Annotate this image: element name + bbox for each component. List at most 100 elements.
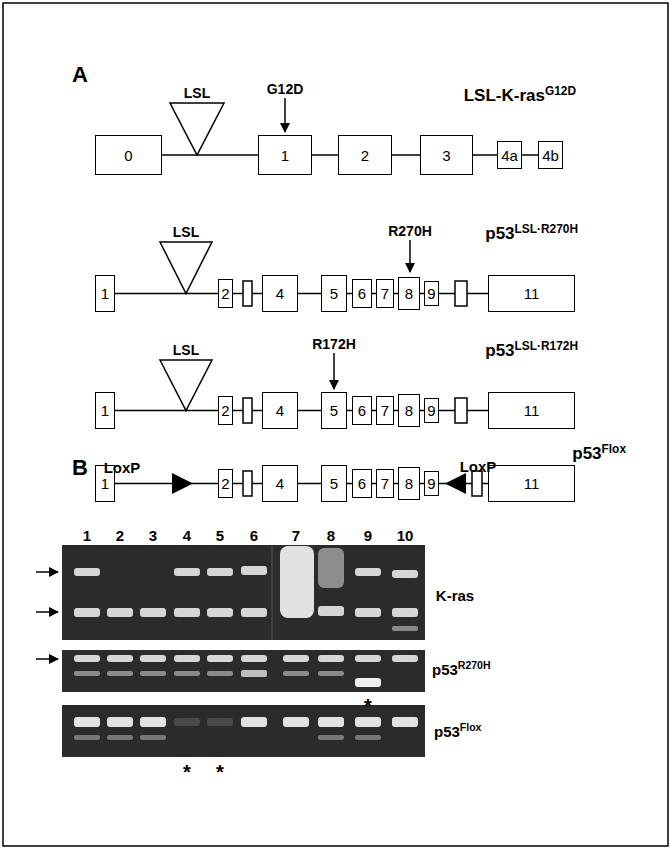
mutation-arrow [409,240,411,272]
lane-number: 6 [250,528,258,543]
intron-line [394,410,398,412]
exon-number: 0 [124,148,132,163]
exon-box: 6 [352,279,372,308]
intron-line [312,154,338,156]
lsl-cassette [170,103,224,155]
lane-number: 9 [364,528,372,543]
construct-name-group: p53LSL·R270H [485,224,578,243]
lane-number: 8 [327,528,335,543]
lane-number: 1 [83,528,91,543]
exon-box: 7 [376,279,394,308]
exon-number: 3 [442,148,450,163]
exon-number: 2 [221,476,229,491]
intron-line [420,410,424,412]
intron-line [298,483,321,485]
exon-number: 11 [524,403,540,418]
exon-box [455,398,467,423]
exon-box: 3 [420,135,473,175]
exon-number: 1 [101,286,109,301]
exon-box: 4 [262,275,298,312]
exon-box [472,471,482,496]
exon-box: 2 [338,135,392,175]
lane-number: 10 [397,528,414,543]
exon-number: 9 [427,476,435,491]
intron-line [298,410,321,412]
loxp-label: LoxP [460,459,497,474]
exon-box: 5 [321,275,347,312]
allele-superscript: LSL·R270H [515,222,578,236]
intron-line [372,483,376,485]
exon-box: 2 [218,396,233,425]
exon-box: 4a [497,141,522,169]
intron-line [347,483,352,485]
exon-box: 4 [262,392,298,429]
gel-label: K-ras [436,588,474,603]
mutation-arrow [333,353,335,389]
exon-box: 8 [398,394,420,427]
construct-name: p53 [485,341,514,360]
exon-box: 8 [398,277,420,310]
gel-label-group: p53Flox [434,722,481,739]
exon-box: 4 [262,465,298,502]
lane-number: 4 [183,528,191,543]
exon-number: 4 [276,403,284,418]
intron-line [115,410,218,412]
exon-number: 1 [101,403,109,418]
loxp-site [172,473,193,494]
lane-number: 5 [216,528,224,543]
band-arrow [36,611,58,613]
exon-number: 5 [330,403,338,418]
band-arrow [36,571,58,573]
construct-name-group: p53LSL·R172H [485,341,578,360]
intron-line [420,293,424,295]
asterisk-mark: * [183,762,191,782]
loxp-site [445,473,466,494]
lane-number: 7 [292,528,300,543]
mutation-arrow [284,98,286,132]
gel-image [62,545,425,640]
exon-box: 8 [398,467,420,500]
allele-superscript: LSL·R172H [515,339,578,353]
intron-line [298,293,321,295]
exon-number: 5 [330,476,338,491]
exon-box: 1 [258,135,312,175]
asterisk-mark: * [364,696,372,716]
exon-box: 2 [218,469,233,498]
construct-name-group: p53Flox [572,444,626,463]
allele-superscript: Flox [602,442,626,456]
allele-superscript: R270H [458,659,491,671]
exon-box: 9 [424,281,439,306]
exon-number: 4a [501,148,518,163]
lane-number: 2 [116,528,124,543]
exon-number: 1 [281,148,289,163]
exon-number: 8 [405,403,413,418]
exon-box: 1 [95,275,115,312]
construct-name: p53 [572,444,601,463]
exon-number: 6 [358,403,366,418]
exon-number: 2 [221,403,229,418]
intron-line [394,293,398,295]
figure-border [3,3,668,846]
exon-box: 2 [218,279,233,308]
exon-number: 8 [405,476,413,491]
exon-box: 9 [424,398,439,423]
cassette-label: LSL [173,225,199,239]
exon-number: 11 [524,476,540,491]
intron-line [522,154,538,156]
intron-line [392,154,420,156]
intron-line [394,483,398,485]
exon-box [243,471,252,496]
exon-box: 11 [488,275,575,312]
mutation-label: G12D [267,82,304,96]
exon-box: 1 [95,392,115,429]
exon-number: 7 [381,476,389,491]
cassette-label: LSL [184,86,210,100]
intron-line [162,154,258,156]
intron-line [372,293,376,295]
exon-number: 6 [358,286,366,301]
exon-number: 7 [381,403,389,418]
panel-letter: A [72,64,88,86]
exon-number: 8 [405,286,413,301]
intron-line [347,293,352,295]
construct-name: p53 [485,224,514,243]
